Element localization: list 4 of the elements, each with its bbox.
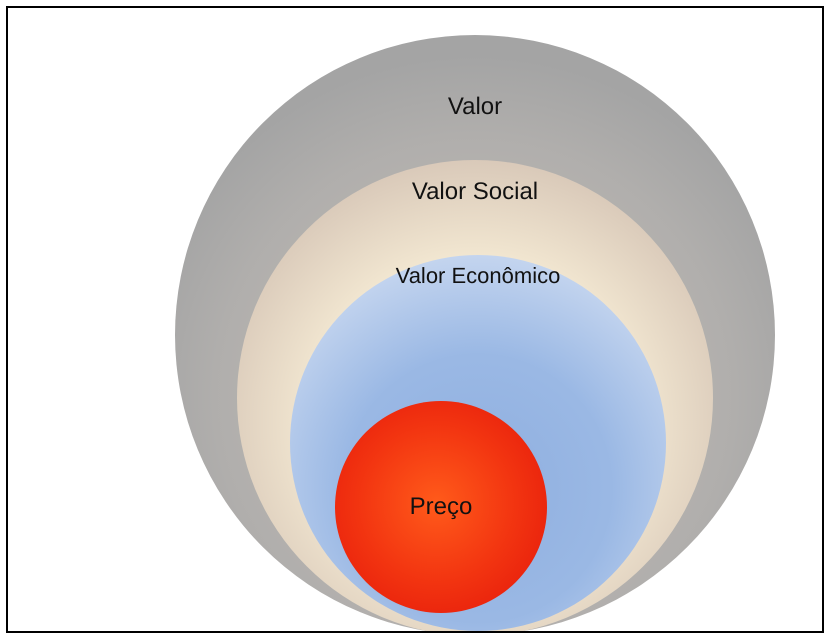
- circle-label: Valor Econômico: [394, 263, 562, 288]
- circle-label: Preço: [408, 493, 474, 521]
- circle-label: Valor Social: [410, 178, 540, 206]
- circle-label: Valor: [446, 93, 504, 121]
